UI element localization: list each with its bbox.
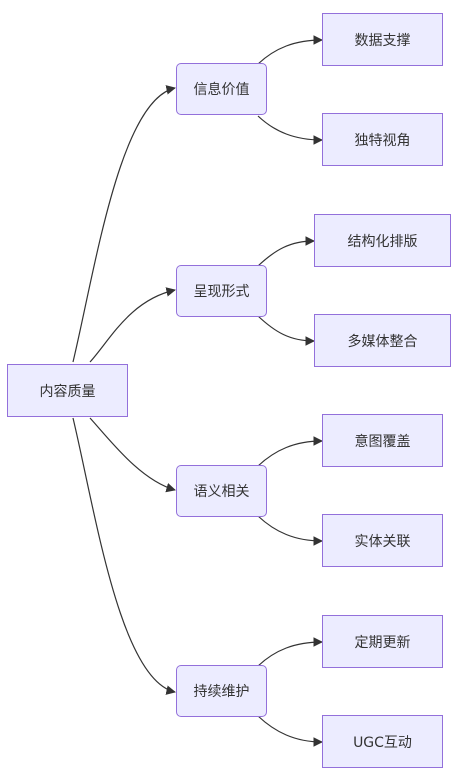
child-node-2-2: 多媒体整合	[314, 314, 451, 367]
edge-branch-3-to-child-1	[257, 436, 323, 467]
child-node-2-2-label: 多媒体整合	[347, 333, 418, 350]
branch-node-4-label: 持续维护	[193, 684, 250, 700]
child-node-1-1-label: 数据支撑	[354, 32, 411, 49]
branch-node-3-label: 语义相关	[193, 484, 250, 500]
child-node-3-2: 实体关联	[322, 514, 443, 567]
root-node: 内容质量	[7, 364, 128, 417]
edge-branch-2-to-child-2	[257, 315, 315, 346]
child-node-3-1: 意图覆盖	[322, 414, 443, 467]
branch-node-1: 信息价值	[176, 63, 267, 115]
child-node-3-1-label: 意图覆盖	[354, 433, 411, 450]
edge-root-to-branch-3	[89, 417, 176, 493]
child-node-2-1: 结构化排版	[314, 214, 451, 267]
edge-branch-1-to-child-1	[257, 35, 323, 65]
branch-node-2: 呈现形式	[176, 265, 267, 317]
child-node-1-2-label: 独特视角	[354, 132, 411, 149]
edge-root-to-branch-4	[72, 417, 176, 695]
branch-node-4: 持续维护	[176, 665, 267, 717]
child-node-3-2-label: 实体关联	[354, 533, 411, 550]
branch-node-3: 语义相关	[176, 465, 267, 517]
child-node-1-2: 独特视角	[322, 113, 443, 166]
child-node-1-1: 数据支撑	[322, 13, 443, 66]
child-node-4-1: 定期更新	[322, 615, 443, 668]
child-node-4-1-label: 定期更新	[354, 634, 411, 651]
edge-root-to-branch-2	[89, 287, 176, 363]
edge-branch-2-to-child-1	[257, 236, 315, 267]
edge-root-to-branch-1	[72, 85, 176, 363]
edge-branch-3-to-child-2	[257, 515, 323, 546]
edge-branch-1-to-child-2	[257, 115, 323, 145]
edge-branch-4-to-child-2	[257, 715, 323, 747]
branch-node-2-label: 呈现形式	[193, 284, 250, 300]
child-node-4-2-label: UGC互动	[353, 734, 412, 751]
edge-branch-4-to-child-1	[257, 637, 323, 667]
child-node-2-1-label: 结构化排版	[347, 233, 418, 250]
root-node-label: 内容质量	[39, 383, 96, 400]
child-node-4-2: UGC互动	[322, 715, 443, 768]
branch-node-1-label: 信息价值	[193, 82, 250, 98]
